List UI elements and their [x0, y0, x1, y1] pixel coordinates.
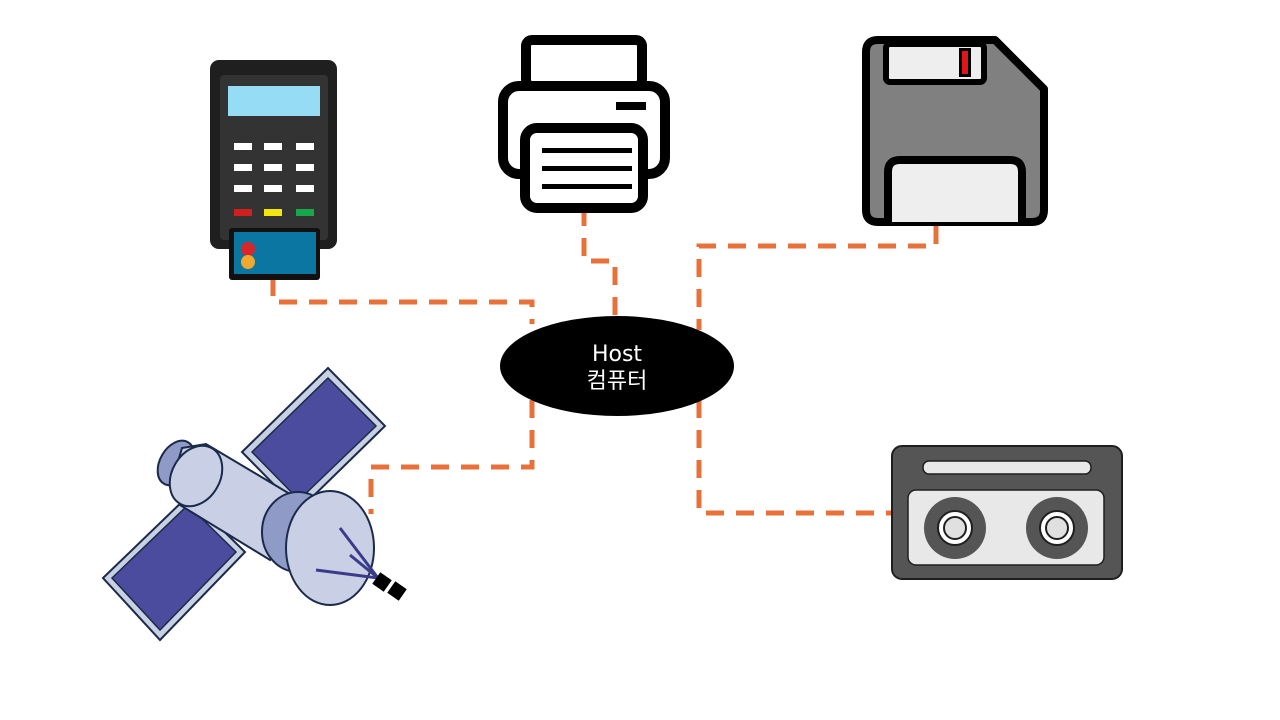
floppy-disk-icon: [862, 36, 1048, 226]
connector-printer-host: [581, 208, 618, 318]
host-computer: Host 컴퓨터: [500, 316, 734, 416]
connector-terminal-host: [270, 278, 535, 324]
cassette-tape-icon: [891, 445, 1123, 580]
connector-floppy-host: [696, 226, 939, 330]
satellite-icon: [101, 366, 407, 642]
printer-icon: [498, 35, 670, 213]
card-terminal-icon: [210, 60, 337, 280]
connector-cassette-host: [696, 400, 892, 516]
host-ellipse: [500, 316, 734, 416]
connector-satellite-host: [368, 400, 535, 514]
connector-lines: [270, 208, 939, 516]
host-label-line1: Host: [592, 342, 642, 367]
host-label-line2: 컴퓨터: [587, 369, 648, 394]
